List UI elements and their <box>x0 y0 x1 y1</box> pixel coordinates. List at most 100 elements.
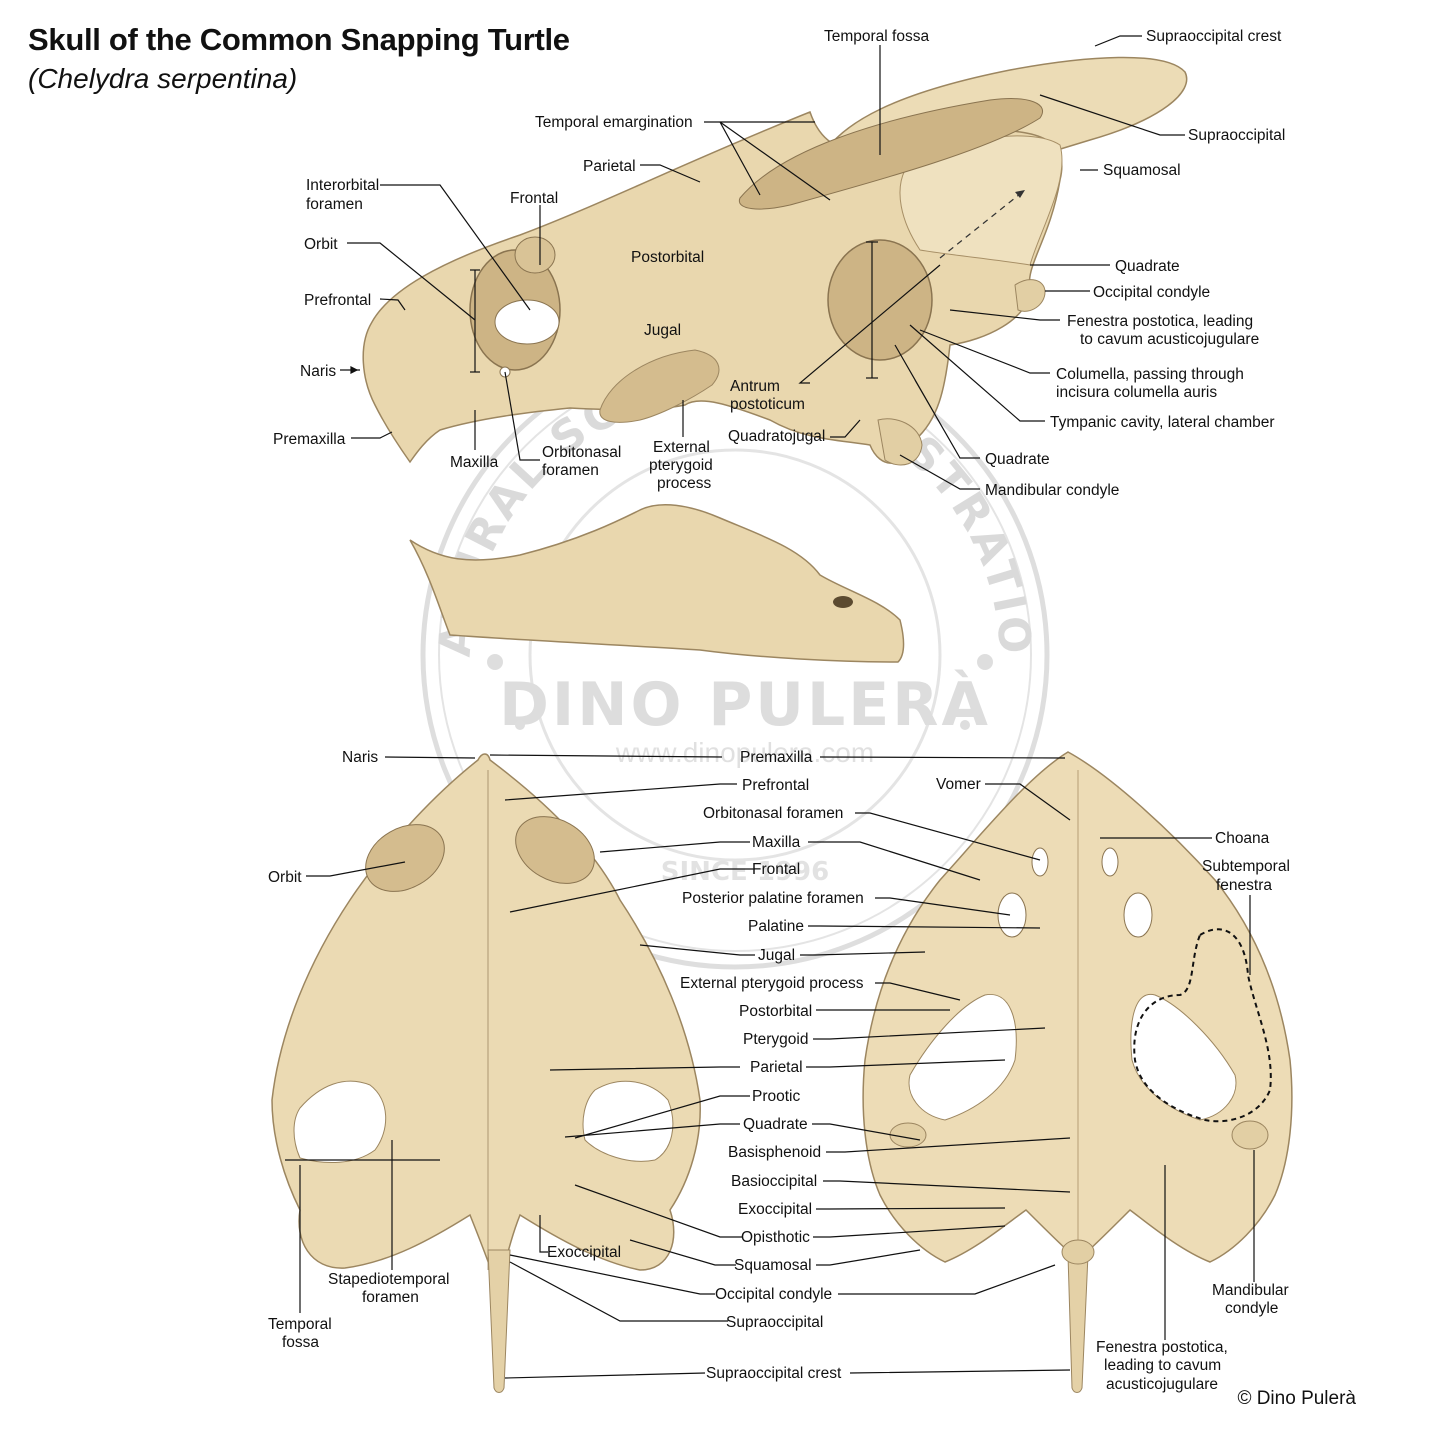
watermark-name: DINO PULERÀ <box>499 669 991 740</box>
label-temporal-fossa-dorsal-1: Temporal <box>268 1316 332 1333</box>
label-prefrontal: Prefrontal <box>304 292 371 309</box>
page-title: Skull of the Common Snapping Turtle <box>28 22 570 57</box>
label-stapediotemporal-foramen-1: Stapediotemporal <box>328 1271 450 1288</box>
watermark-dot <box>515 720 525 730</box>
page-subtitle: (Chelydra serpentina) <box>28 63 298 94</box>
dorsal-orbit-right <box>515 816 595 884</box>
label-orbit-dorsal: Orbit <box>268 869 302 886</box>
occipital-condyle-lateral <box>1014 279 1046 312</box>
label-frontal-dorsal: Frontal <box>752 861 800 878</box>
ventral-mandibular-condyle-right <box>1231 1120 1269 1150</box>
label-maxilla: Maxilla <box>450 454 499 471</box>
label-interorbital-foramen-1: Interorbital <box>306 177 379 194</box>
temporal-emargination-arrow <box>939 189 1026 259</box>
labels-lateral: Temporal fossa Supraoccipital crest Temp… <box>273 28 1285 499</box>
label-supraoccipital-dorsal: Supraoccipital <box>726 1314 823 1331</box>
label-squamosal: Squamosal <box>1103 162 1181 179</box>
label-mandibular-condyle-2: condyle <box>1225 1300 1278 1317</box>
dorsal-temporal-opening-right <box>582 1080 674 1162</box>
copyright-notice: © Dino Pulerà <box>1237 1388 1356 1409</box>
label-prootic: Prootic <box>752 1088 800 1105</box>
label-opisthotic: Opisthotic <box>741 1229 810 1246</box>
ventral-subtemporal-opening-right <box>1130 994 1237 1121</box>
label-orbit: Orbit <box>304 236 338 253</box>
label-columella-1: Columella, passing through <box>1056 366 1244 383</box>
interorbital-foramen-shape <box>494 299 560 345</box>
label-occipital-condyle-ventral: Occipital condyle <box>715 1286 832 1303</box>
label-fenestra-postotica-ventral-3: acusticojugulare <box>1106 1376 1218 1393</box>
label-temporal-emargination: Temporal emargination <box>535 114 693 131</box>
temporal-emargination-arrowhead <box>1015 190 1025 198</box>
skull-dorsal-view <box>271 753 701 1393</box>
watermark-dot-left <box>487 654 503 670</box>
leader-lines <box>285 35 1255 1379</box>
label-basioccipital: Basioccipital <box>731 1173 817 1190</box>
label-fenestra-postotica-ventral-2: leading to cavum <box>1104 1357 1221 1374</box>
label-quadrate-bottom: Quadrate <box>985 451 1050 468</box>
watermark-dot-right <box>977 654 993 670</box>
label-temporal-fossa-dorsal-2: fossa <box>282 1334 319 1351</box>
tympanic-cavity-shape <box>827 239 933 361</box>
label-tympanic-cavity: Tympanic cavity, lateral chamber <box>1050 414 1275 431</box>
watermark-url: www.dinopulera.com <box>615 737 874 768</box>
label-basisphenoid: Basisphenoid <box>728 1144 821 1161</box>
label-supraoccipital: Supraoccipital <box>1188 127 1285 144</box>
label-external-pterygoid-3: process <box>657 475 712 492</box>
label-antrum-postoticum-2: postoticum <box>730 396 805 413</box>
posterior-palatine-foramen-right <box>1123 892 1153 938</box>
lateral-skull-shape <box>362 111 1063 464</box>
dorsal-temporal-opening-left <box>293 1080 387 1163</box>
watermark-since: SINCE 1996 <box>661 857 829 887</box>
label-orbitonasal-foramen-1: Orbitonasal <box>542 444 621 461</box>
label-antrum-postoticum-1: Antrum <box>730 378 780 395</box>
label-palatine: Palatine <box>748 918 804 935</box>
ventral-orbit-left <box>1031 847 1049 877</box>
label-orbitonasal-foramen-2: foramen <box>542 462 599 479</box>
label-subtemporal-fenestra-1: Subtemporal <box>1202 858 1290 875</box>
label-exoccipital-dorsal: Exoccipital <box>547 1244 621 1261</box>
label-maxilla-ventral: Maxilla <box>752 834 801 851</box>
label-orbitonasal-foramen-ventral: Orbitonasal foramen <box>703 805 843 822</box>
watermark-dot <box>960 720 970 730</box>
skull-ventral-view <box>862 751 1293 1393</box>
label-postorbital: Postorbital <box>631 249 704 266</box>
subtemporal-fenestra-outline <box>1133 928 1272 1123</box>
label-frontal: Frontal <box>510 190 558 207</box>
label-quadrate-ventral: Quadrate <box>743 1116 808 1133</box>
label-fenestra-postotica-1: Fenestra postotica, leading <box>1067 313 1253 330</box>
ventral-subtemporal-opening-left <box>908 994 1017 1121</box>
ventral-occipital-condyle <box>1061 1239 1095 1265</box>
label-stapediotemporal-foramen-2: foramen <box>362 1289 419 1306</box>
label-mandibular-condyle: Mandibular condyle <box>985 482 1119 499</box>
label-parietal: Parietal <box>583 158 636 175</box>
label-vomer: Vomer <box>936 776 981 793</box>
label-subtemporal-fenestra-2: fenestra <box>1216 877 1272 894</box>
lower-jaw <box>409 504 905 663</box>
ventral-supraoccipital-crest <box>1067 1254 1089 1393</box>
label-squamosal-ventral: Squamosal <box>734 1257 812 1274</box>
label-parietal-ventral: Parietal <box>750 1059 803 1076</box>
watermark-center-ring <box>528 448 942 862</box>
dorsal-supraoccipital-crest <box>487 1249 511 1393</box>
label-fenestra-postotica-ventral-1: Fenestra postotica, <box>1096 1339 1228 1356</box>
skull-lateral-view <box>362 56 1188 466</box>
label-external-pterygoid-2: pterygoid <box>649 457 713 474</box>
label-occipital-condyle: Occipital condyle <box>1093 284 1210 301</box>
label-naris-dorsal: Naris <box>342 749 378 766</box>
label-prefrontal-dorsal: Prefrontal <box>742 777 809 794</box>
label-external-pterygoid-process-ventral: External pterygoid process <box>680 975 864 992</box>
label-jugal-ventral: Jugal <box>758 947 795 964</box>
frontal-notch <box>514 236 556 274</box>
label-interorbital-foramen-2: foramen <box>306 196 363 213</box>
label-premaxilla: Premaxilla <box>273 431 346 448</box>
lower-jaw-shape <box>409 504 905 663</box>
dorsal-orbit-left <box>365 824 445 892</box>
label-choana: Choana <box>1215 830 1270 847</box>
label-postorbital-ventral: Postorbital <box>739 1003 812 1020</box>
label-pterygoid: Pterygoid <box>743 1031 808 1048</box>
labels-ventral: Naris Premaxilla Prefrontal Vomer Orbito… <box>268 749 1290 1393</box>
label-naris: Naris <box>300 363 336 380</box>
lower-jaw-foramen <box>833 596 853 608</box>
label-mandibular-condyle-1: Mandibular <box>1212 1282 1289 1299</box>
